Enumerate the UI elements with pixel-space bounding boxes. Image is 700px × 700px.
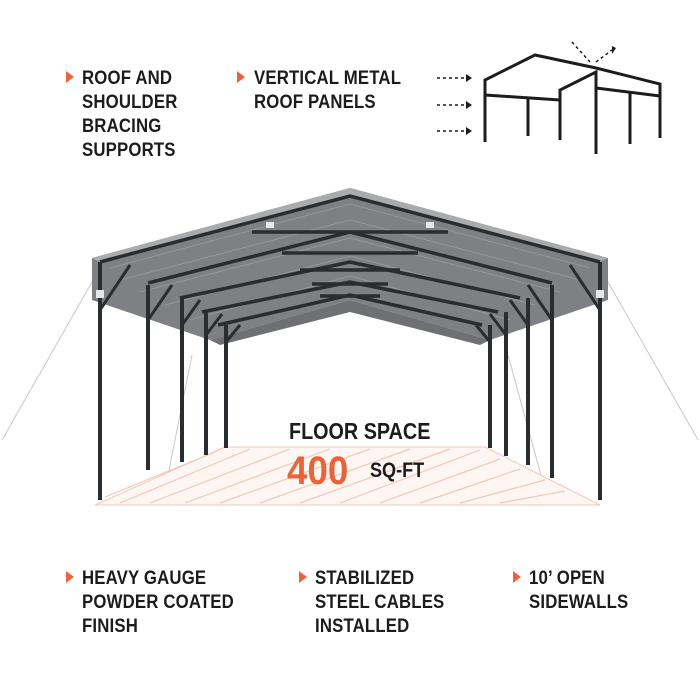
feature-open-sidewalls: 10’ OPEN SIDEWALLS	[529, 566, 628, 614]
steel-cables	[1, 281, 699, 491]
feature-line: STABILIZED	[315, 567, 415, 589]
feature-line: ROOF AND	[82, 67, 173, 89]
feature-powder-coated-finish: HEAVY GAUGE POWDER COATED FINISH	[82, 566, 234, 638]
roof-trusses	[99, 194, 601, 327]
feature-line: ROOF PANELS	[254, 91, 376, 113]
feature-line: STEEL CABLES	[315, 591, 445, 613]
feature-line: INSTALLED	[315, 615, 410, 637]
feature-vertical-roof-panels: VERTICAL METAL ROOF PANELS	[254, 66, 401, 114]
feature-line: BRACING	[82, 115, 162, 137]
feature-line: SHOULDER	[82, 91, 178, 113]
feature-line: POWDER COATED	[82, 591, 234, 613]
orange-triangle-bullet-icon	[237, 71, 245, 83]
floor-space-unit: SQ-FT	[370, 459, 425, 482]
bracket-plates	[96, 222, 604, 298]
vertical-posts	[98, 262, 602, 500]
orange-triangle-bullet-icon	[66, 571, 74, 583]
feature-line: VERTICAL METAL	[254, 67, 402, 89]
floor-area	[94, 446, 601, 506]
feature-steel-cables: STABILIZED STEEL CABLES INSTALLED	[315, 566, 444, 638]
orange-triangle-bullet-icon	[513, 571, 521, 583]
shoulder-braces	[98, 264, 602, 343]
feature-line: HEAVY GAUGE	[82, 567, 207, 589]
feature-line: SUPPORTS	[82, 139, 176, 161]
floor-space-title: FLOOR SPACE	[289, 418, 431, 444]
orange-triangle-bullet-icon	[299, 571, 307, 583]
orange-triangle-bullet-icon	[66, 71, 74, 83]
roof	[92, 188, 608, 345]
feature-line: SIDEWALLS	[529, 591, 629, 613]
feature-line: FINISH	[82, 615, 139, 637]
floor-space-value: 400	[287, 449, 349, 493]
feature-roof-shoulder-bracing: ROOF AND SHOULDER BRACING SUPPORTS	[82, 66, 177, 162]
feature-line: 10’ OPEN	[529, 567, 605, 589]
roof-panel-diagram-icon	[437, 41, 662, 154]
